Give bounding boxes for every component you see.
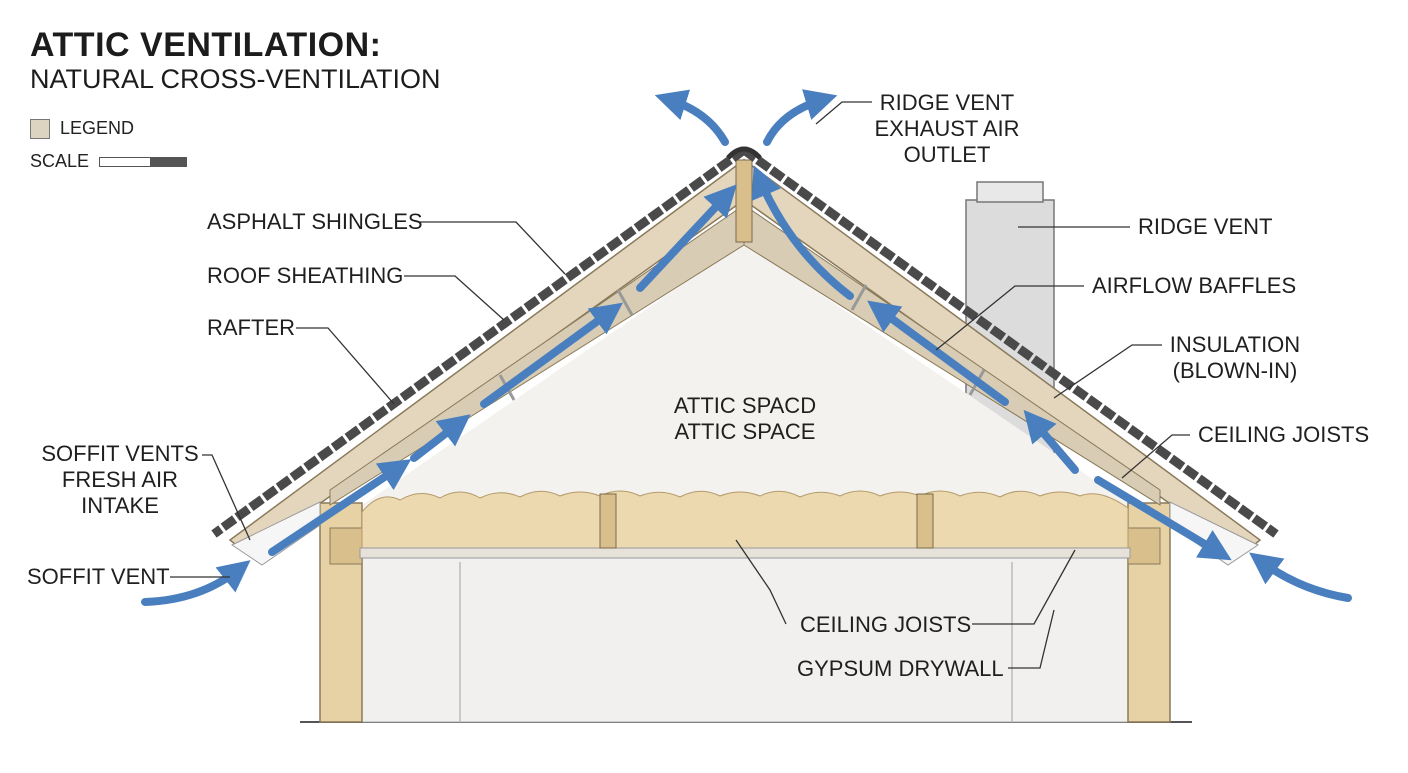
legend: LEGEND <box>30 118 134 139</box>
airflow-arrow-intake-left <box>141 560 251 606</box>
airflow-arrow-left-4 <box>636 184 737 292</box>
label-line: ATTIC SPACE <box>674 419 816 444</box>
label-soffit-vent: SOFFIT VENT <box>27 564 170 589</box>
leader-ridge-vent-exhaust <box>815 101 872 125</box>
label-line: OUTLET <box>903 142 991 167</box>
label-asphalt-shingles: ASPHALT SHINGLES <box>207 209 423 234</box>
leader-insulation <box>1053 344 1162 399</box>
room-interior <box>359 554 1131 723</box>
leader-asphalt-shingles <box>420 221 566 275</box>
airflow-arrow-ridge-left <box>654 89 729 146</box>
top-plate-right <box>1127 527 1161 565</box>
label-airflow-baffles: AIRFLOW BAFFLES <box>1092 273 1297 298</box>
label-attic-space: ATTIC SPACD ATTIC SPACE <box>660 393 830 445</box>
label-ridge-vent-exhaust: RIDGE VENT EXHAUST AIR OUTLET <box>872 90 1022 168</box>
diagram-title: ATTIC VENTILATION: <box>30 26 382 64</box>
joist-post-left <box>599 493 617 549</box>
leader-soffit-vents <box>202 454 251 541</box>
leader-rafter <box>296 327 395 405</box>
attic-interior <box>355 242 1138 510</box>
ridge-board <box>735 159 753 243</box>
leader-ceiling-joists-bottom-2 <box>735 539 787 625</box>
scale-bar <box>99 156 188 167</box>
airflow-arrow-ridge-right <box>763 89 838 146</box>
leader-airflow-baffles <box>935 285 1084 351</box>
scale-label: SCALE <box>30 151 90 171</box>
joist-post-right <box>916 493 934 549</box>
ridge-cap <box>726 146 762 160</box>
legend-swatch <box>30 118 50 139</box>
label-rafter: RAFTER <box>207 315 295 340</box>
airflow-arrow-left-1 <box>268 459 412 556</box>
soffit-left <box>230 501 321 566</box>
label-line: RIDGE VENT <box>879 90 1015 115</box>
scale: SCALE <box>30 151 188 172</box>
airflow-arrow-right-1 <box>751 165 854 300</box>
airflow-arrow-right-4 <box>1094 476 1232 561</box>
label-line: INTAKE <box>81 493 159 518</box>
leader-ceiling-joists-bottom <box>972 549 1076 625</box>
airflow-arrow-left-2 <box>410 414 471 462</box>
label-gypsum-drywall: GYPSUM DRYWALL <box>797 656 1004 681</box>
label-line: INSULATION <box>1169 332 1301 357</box>
leader-roof-sheathing <box>404 275 505 321</box>
label-ceiling-joists-bottom: CEILING JOISTS <box>800 612 972 637</box>
label-ceiling-joists-right: CEILING JOISTS <box>1198 422 1370 447</box>
baffle-marker-3 <box>850 284 868 311</box>
label-line: SOFFIT VENTS <box>41 441 199 466</box>
label-line: FRESH AIR <box>61 467 179 492</box>
label-insulation: INSULATION (BLOWN-IN) <box>1160 332 1310 384</box>
airflow-arrow-right-2 <box>867 300 1009 406</box>
label-ridge-vent: RIDGE VENT <box>1138 214 1273 239</box>
shingles-left <box>211 146 747 538</box>
label-line: (BLOWN-IN) <box>1172 358 1298 383</box>
label-line: ATTIC SPACD <box>673 393 817 418</box>
diagram-subtitle: NATURAL CROSS-VENTILATION <box>30 64 441 94</box>
label-line: EXHAUST AIR <box>874 116 1020 141</box>
shingles-right <box>741 146 1279 538</box>
airflow-arrow-right-3 <box>1023 409 1079 474</box>
label-roof-sheathing: ROOF SHEATHING <box>207 263 404 288</box>
baffle-marker-1 <box>616 289 634 316</box>
leader-gypsum-drywall <box>1008 609 1055 669</box>
label-soffit-vents-intake: SOFFIT VENTS FRESH AIR INTAKE <box>40 441 200 519</box>
airflow-arrow-intake-right <box>1249 552 1352 602</box>
airflow-arrow-left-3 <box>480 302 623 408</box>
top-plate-left <box>329 527 363 565</box>
insulation-layer <box>361 490 1129 549</box>
legend-label: LEGEND <box>60 118 135 138</box>
leader-ceiling-joists-right <box>1121 434 1190 479</box>
